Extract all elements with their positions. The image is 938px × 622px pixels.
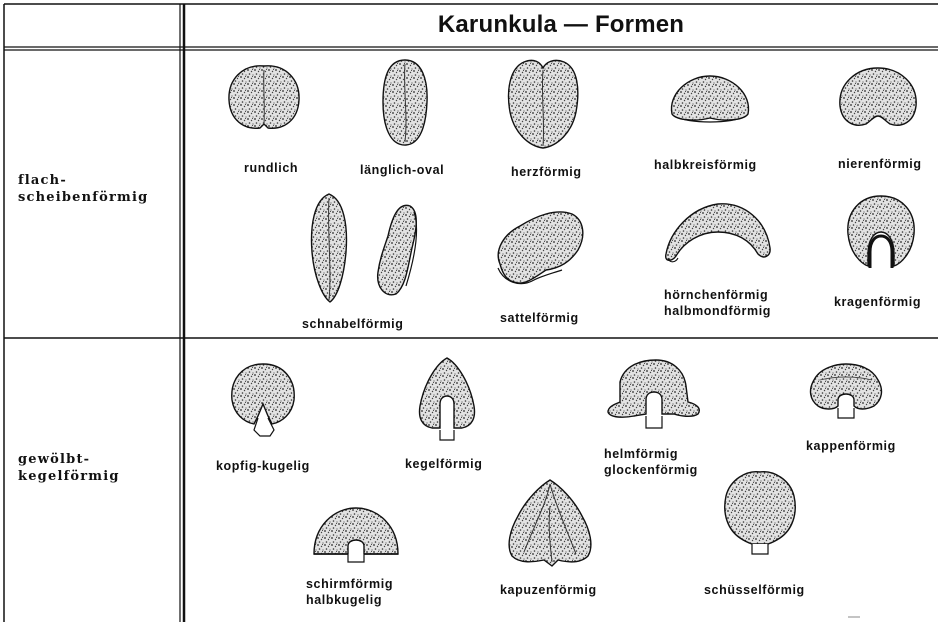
page-title: Karunkula — Formen xyxy=(186,4,936,46)
rundlich-shape xyxy=(226,62,302,134)
row-label-conical-line: kegelförmig xyxy=(18,468,120,485)
label-kegelfoermig: kegelförmig xyxy=(405,456,482,472)
label-kappenfoermig: kappenförmig xyxy=(806,438,896,454)
hoernchenfoermig-shape xyxy=(660,198,774,268)
kopfig-kugelig-shape xyxy=(226,360,300,440)
herzfoermig-shape xyxy=(504,56,582,152)
label-kopfig-kugelig: kopfig-kugelig xyxy=(216,458,310,474)
row-label-conical: gewölbt- kegelförmig xyxy=(18,451,120,485)
schirmfoermig-shape xyxy=(310,502,402,568)
label-hoernchenfoermig-line: hörnchenförmig xyxy=(664,287,771,303)
label-sattelfoermig: sattelförmig xyxy=(500,310,579,326)
label-halbkreisfoermig: halbkreisförmig xyxy=(654,157,757,173)
label-glockenfoermig-line: glockenförmig xyxy=(604,462,698,478)
label-halbmondfoermig-line: halbmondförmig xyxy=(664,303,771,319)
label-nierenfoermig: nierenförmig xyxy=(838,156,922,172)
row-label-flat-line: scheibenförmig xyxy=(18,189,148,206)
kegelfoermig-shape xyxy=(414,354,480,446)
laenglich-oval-shape xyxy=(378,56,432,150)
label-schirmfoermig: schirmförmig halbkugelig xyxy=(306,576,393,608)
schnabelfoermig-shape-front xyxy=(304,190,354,306)
label-helmfoermig: helmförmig glockenförmig xyxy=(604,446,698,478)
label-laenglich-oval: länglich-oval xyxy=(360,162,444,178)
label-kapuzenfoermig: kapuzenförmig xyxy=(500,582,597,598)
halbkreisfoermig-shape xyxy=(666,70,754,126)
kragenfoermig-shape xyxy=(844,192,918,274)
row-label-flat: flach- scheibenförmig xyxy=(18,172,148,206)
row-label-flat-line: flach- xyxy=(18,172,148,189)
label-schnabelfoermig: schnabelförmig xyxy=(302,316,403,332)
label-halbkugelig-line: halbkugelig xyxy=(306,592,393,608)
label-kragenfoermig: kragenförmig xyxy=(834,294,921,310)
schnabelfoermig-shape-side xyxy=(370,200,422,300)
label-schirmfoermig-line: schirmförmig xyxy=(306,576,393,592)
helmfoermig-shape xyxy=(604,356,704,432)
label-hoernchenfoermig: hörnchenförmig halbmondförmig xyxy=(664,287,771,319)
label-helmfoermig-line: helmförmig xyxy=(604,446,698,462)
label-rundlich: rundlich xyxy=(244,160,298,176)
kapuzenfoermig-shape xyxy=(504,476,598,570)
row-label-conical-line: gewölbt- xyxy=(18,451,120,468)
kappenfoermig-shape xyxy=(806,360,886,422)
label-herzfoermig: herzförmig xyxy=(511,164,582,180)
schuesselfoermig-shape xyxy=(720,468,800,562)
sattelfoermig-shape xyxy=(490,206,588,290)
nierenfoermig-shape xyxy=(836,62,920,134)
label-schuesselfoermig: schüsselförmig xyxy=(704,582,805,598)
